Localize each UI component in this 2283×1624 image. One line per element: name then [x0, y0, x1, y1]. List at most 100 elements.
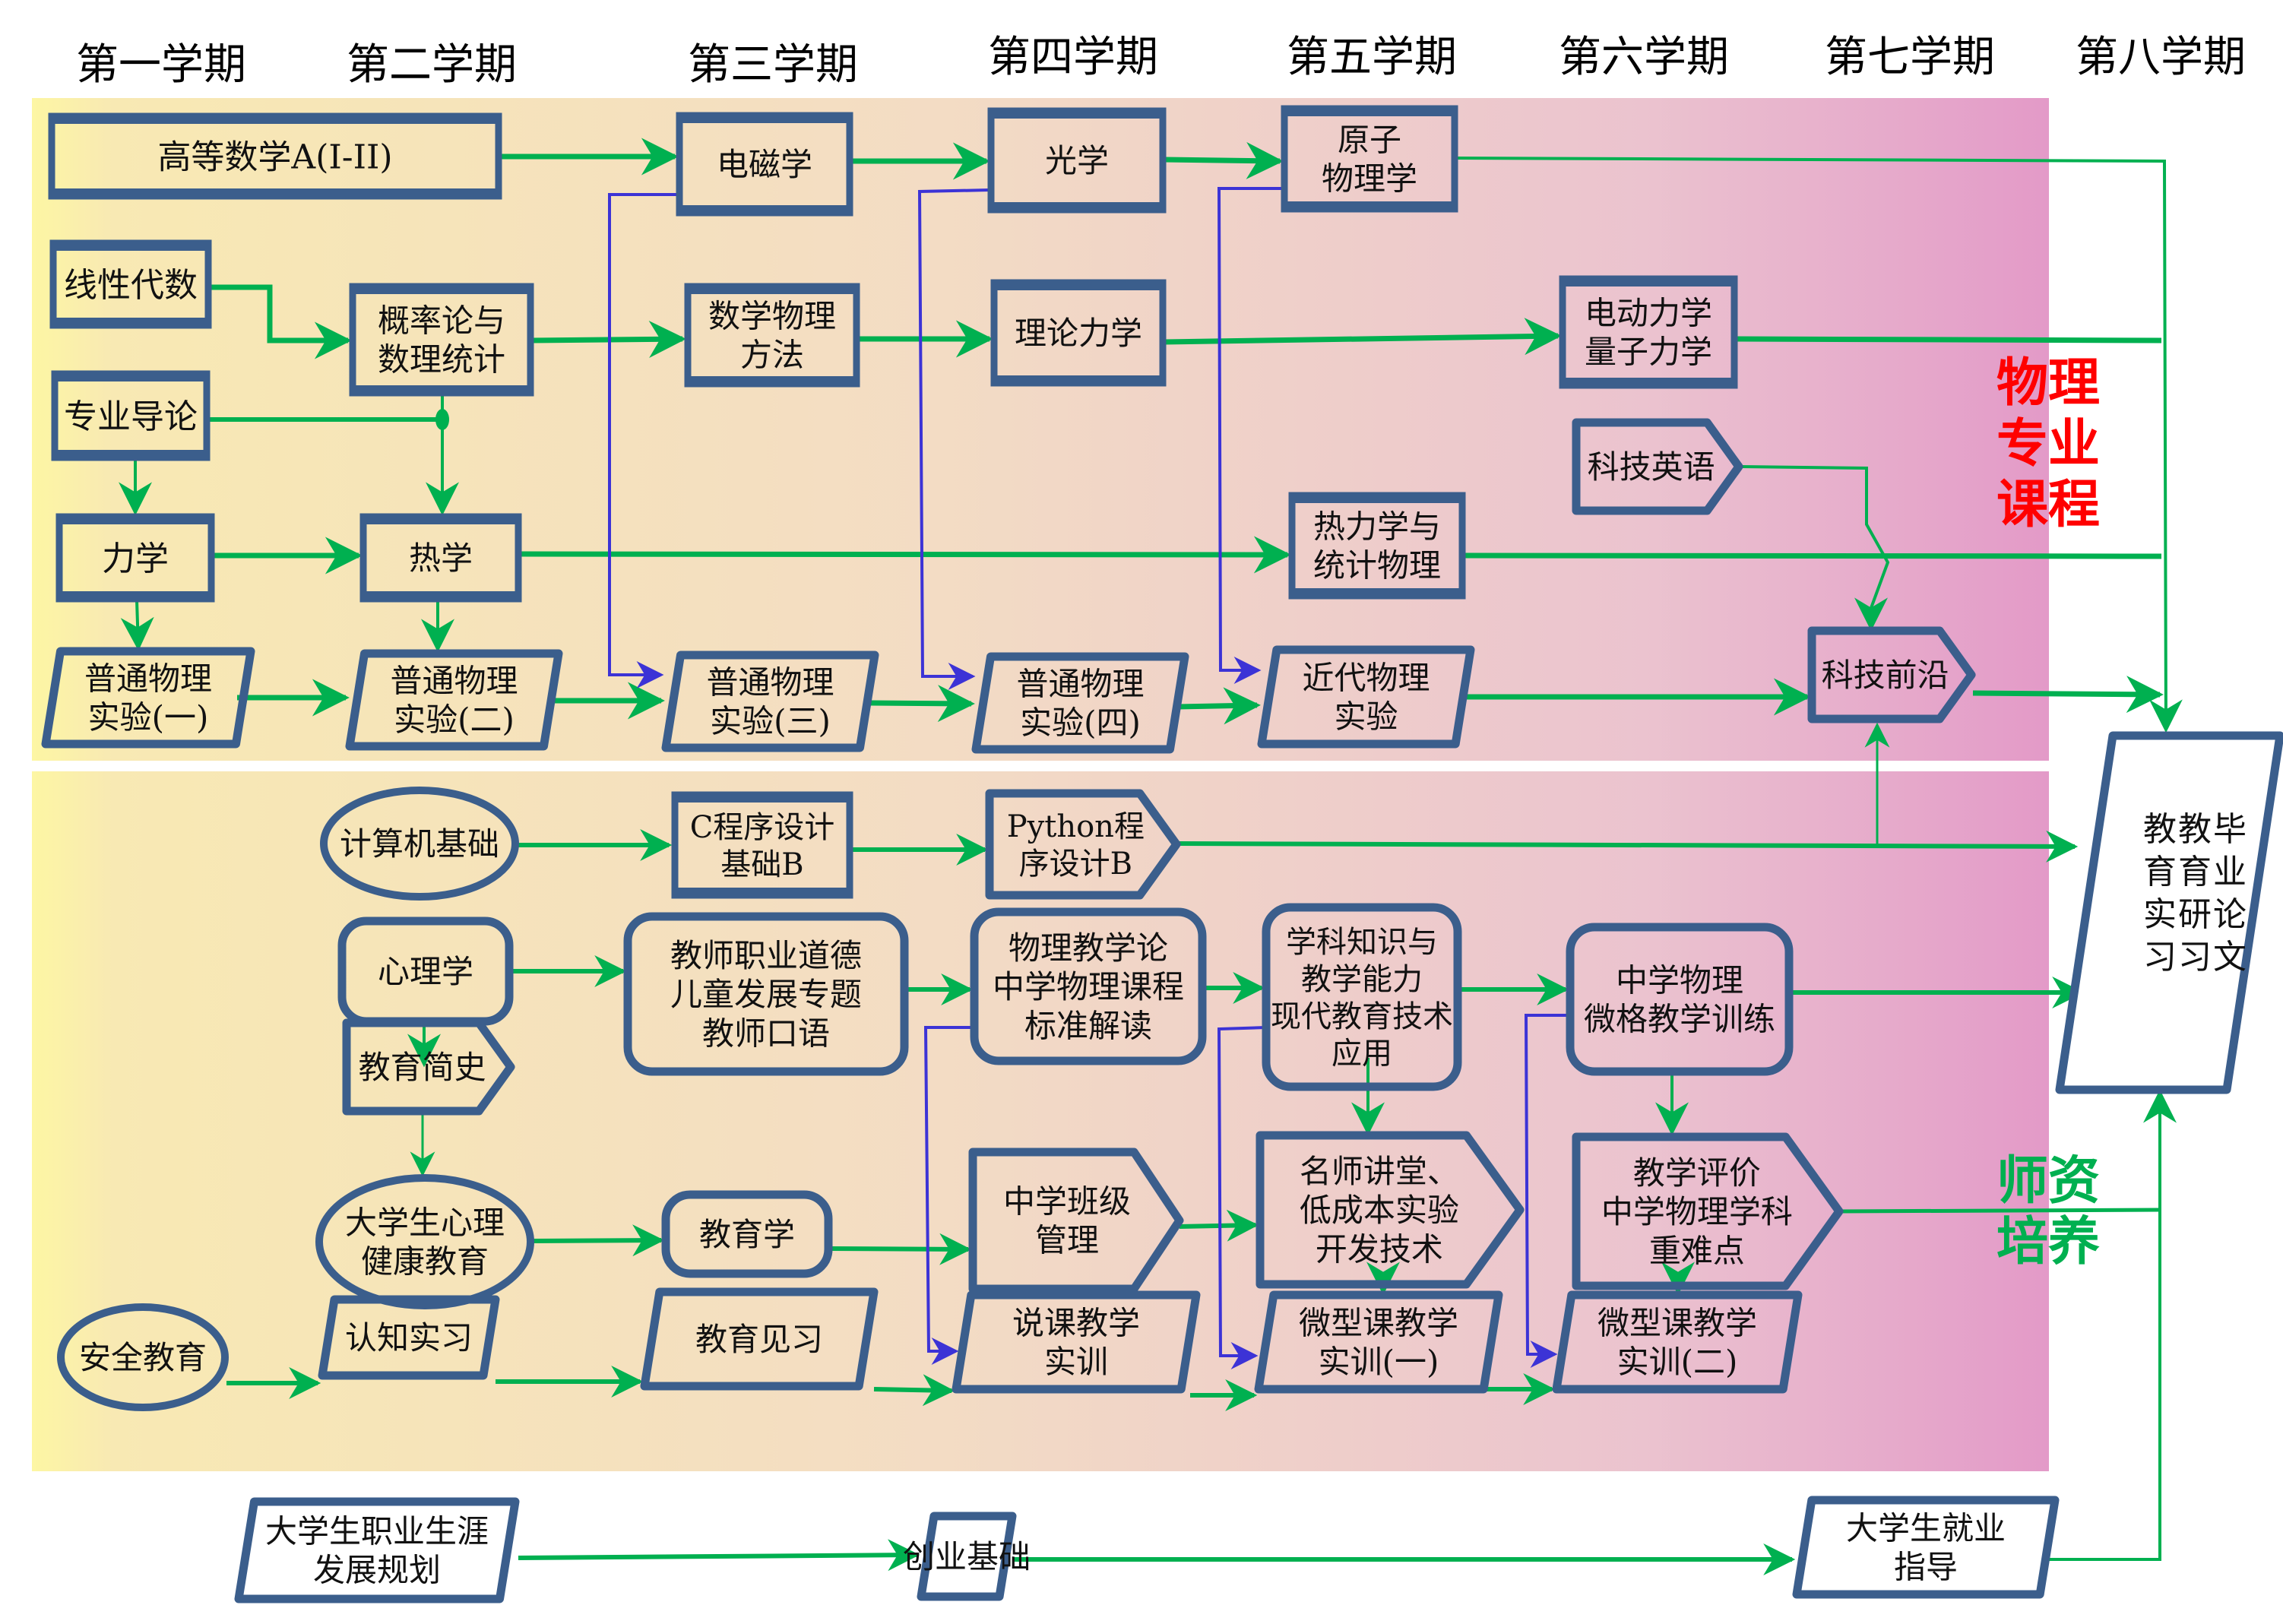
node-label-line: 普通物理: [84, 660, 212, 698]
arrow-mental-to-pedagogy: [531, 1224, 665, 1257]
arrow-em-to-lab3: [608, 193, 678, 689]
course-node-keji-yingyu[interactable]: 科技英语: [1572, 418, 1743, 515]
node-shape: [1807, 626, 1976, 723]
line-eval-to-final: [1840, 1208, 2161, 1214]
final-node-char: 文: [2213, 938, 2247, 977]
node-label-line: 教育学: [699, 1216, 795, 1253]
node-label-line: 序设计B: [1019, 847, 1132, 882]
node-shape: [234, 1497, 520, 1603]
course-node-zhuanye-daolun[interactable]: 专业导论: [51, 370, 211, 461]
course-node-dianci[interactable]: 电磁学: [676, 112, 853, 217]
node-label-line: 健康教育: [361, 1243, 489, 1281]
final-node-char: 教: [2178, 810, 2212, 849]
node-label-line: 中学物理: [1616, 962, 1743, 999]
final-node-char: 研: [2178, 895, 2212, 934]
course-node-renzhi[interactable]: 认知实习: [318, 1295, 500, 1380]
node-label-line: 实验(二): [394, 701, 515, 739]
node-label-line: 实训(一): [1319, 1344, 1439, 1381]
semester-header-4: 第四学期: [988, 33, 1158, 82]
node-shape: [1572, 1132, 1844, 1290]
node-label-line: 热学: [409, 540, 473, 577]
course-node-jiaoyuxue[interactable]: 教育学: [661, 1190, 833, 1278]
node-label-line: 学科知识与: [1286, 925, 1438, 960]
node-label-line: 力学: [102, 540, 169, 578]
node-label-line: 科技英语: [1588, 448, 1715, 486]
node-label-line: 应用: [1331, 1037, 1392, 1072]
course-node-keji-qianyan[interactable]: 科技前沿: [1807, 626, 1976, 723]
course-node-guangxue[interactable]: 光学: [987, 107, 1167, 214]
node-label-line: 理论力学: [1015, 315, 1142, 352]
node-label-line: 中学班级: [1003, 1183, 1131, 1220]
node-label-line: 计算机基础: [340, 825, 499, 863]
node-shape: [1552, 1290, 1803, 1394]
node-label-line: 概率论与: [378, 302, 505, 340]
course-node-jiaoyu-jianxi[interactable]: 教育见习: [640, 1287, 879, 1391]
course-node-jiaoyu-jianshi[interactable]: 教育简史: [342, 1018, 515, 1116]
node-shape: [640, 1287, 879, 1391]
node-label-line: 量子力学: [1585, 334, 1712, 371]
node-label-line: 数理统计: [378, 341, 505, 378]
node-label-line: 教育简史: [359, 1049, 486, 1086]
node-label-line: 方法: [740, 337, 804, 374]
arrow-optics-to-lab4: [917, 188, 990, 690]
connector-lines: [119, 138, 2183, 1575]
course-node-gaodeng-shuxue[interactable]: 高等数学A(I-II): [48, 112, 502, 200]
node-label-line: 物理学: [1322, 160, 1417, 198]
node-shape: [985, 789, 1181, 900]
semester-header-6: 第六学期: [1559, 33, 1729, 82]
node-label-line: 普通物理: [1016, 666, 1144, 703]
course-node-lixue[interactable]: 力学: [55, 513, 215, 603]
node-shape: [342, 1018, 515, 1116]
final-node-char: 教: [2143, 810, 2177, 849]
course-node-anquan[interactable]: 安全教育: [57, 1303, 229, 1411]
final-node-char: 育: [2178, 853, 2212, 891]
node-label-line: 线性代数: [64, 266, 198, 305]
arrow-mechanics-to-lab1: [120, 600, 154, 651]
node-label-line: 微格教学训练: [1584, 1001, 1775, 1038]
node-label-line: 说课教学: [1012, 1305, 1140, 1342]
node-label-line: 基础B: [720, 847, 803, 882]
node-shape: [1566, 923, 1794, 1076]
node-label-line: 实验(三): [710, 703, 831, 740]
course-node-rexue[interactable]: 热学: [359, 513, 522, 603]
course-node-xianxing-daishu[interactable]: 线性代数: [49, 239, 212, 329]
node-label-line: 教师职业道德: [670, 937, 862, 974]
arrow-mechanics-to-qm: [1164, 318, 1562, 356]
node-shape: [318, 1295, 500, 1380]
semester-header-3: 第三学期: [688, 40, 858, 90]
course-node-jisuanji[interactable]: 计算机基础: [320, 787, 519, 901]
course-node-chuangye[interactable]: 创业基础: [903, 1512, 1031, 1601]
course-node-lilun-lixue[interactable]: 理论力学: [990, 279, 1167, 387]
node-label-line: 实训(二): [1617, 1344, 1738, 1381]
node-shape: [661, 651, 879, 752]
arrow-english-to-frontier: [1740, 465, 1890, 632]
